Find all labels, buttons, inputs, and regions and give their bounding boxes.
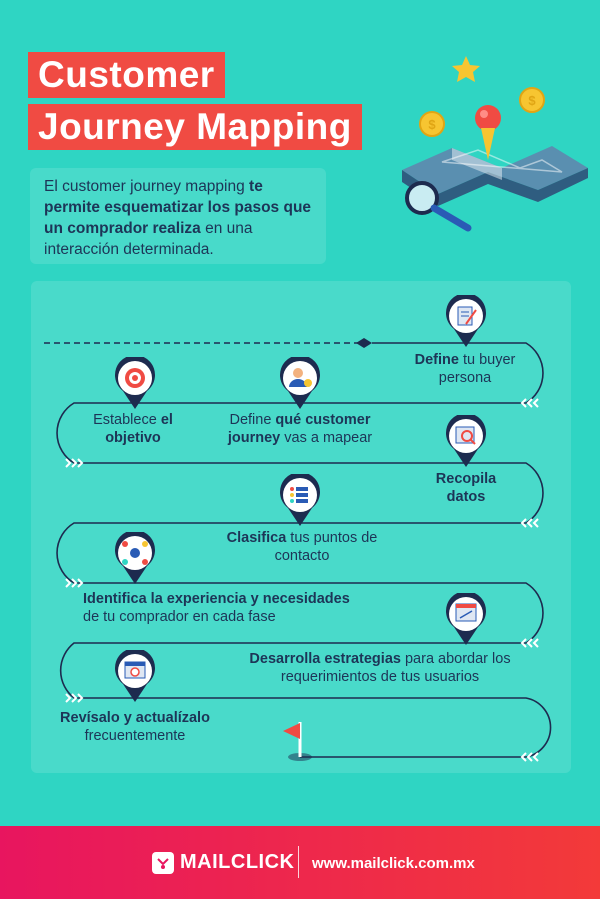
list-icon xyxy=(280,474,320,526)
mailclick-logo-icon xyxy=(152,851,174,874)
network-icon xyxy=(115,532,155,584)
footer-bar xyxy=(0,826,600,899)
coin-icon xyxy=(419,111,445,137)
title-line-1: Customer xyxy=(28,52,225,98)
step-desarrolla-estrategias: Desarrolla estrategias para abordar los … xyxy=(249,651,511,685)
map-illustration: $ $ xyxy=(402,56,588,232)
target-icon xyxy=(115,357,155,409)
svg-text:$: $ xyxy=(528,93,536,108)
footer-divider xyxy=(298,846,299,878)
step-establece-objetivo: Establece el objetivo xyxy=(93,412,173,446)
title-line-2: Journey Mapping xyxy=(28,104,362,150)
svg-text:$: $ xyxy=(428,117,436,132)
coin-icon-2 xyxy=(519,87,545,113)
star-icon xyxy=(452,56,480,82)
brand-name: MAILCLICK xyxy=(180,851,295,873)
intro-text: El customer journey mapping te permite e… xyxy=(30,168,326,264)
strategy-board-icon xyxy=(446,593,486,645)
data-search-icon xyxy=(446,415,486,467)
step-clasifica-puntos: Clasifica tus puntos de contacto xyxy=(226,530,378,564)
step-define-customer-journey: Define qué customer journey vas a mapear xyxy=(227,412,373,446)
customer-avatar-icon xyxy=(280,357,320,409)
magnifier-icon xyxy=(405,181,439,215)
step-recopila-datos: Recopila datos xyxy=(435,471,497,505)
map-pin-icon xyxy=(475,105,501,131)
step-define-buyer-persona: Define tu buyer persona xyxy=(414,352,516,386)
persona-document-icon xyxy=(446,295,486,347)
website-link[interactable]: www.mailclick.com.mx xyxy=(312,855,475,872)
brand-logo[interactable]: MAILCLICK xyxy=(152,851,294,874)
calendar-clock-icon xyxy=(115,650,155,702)
